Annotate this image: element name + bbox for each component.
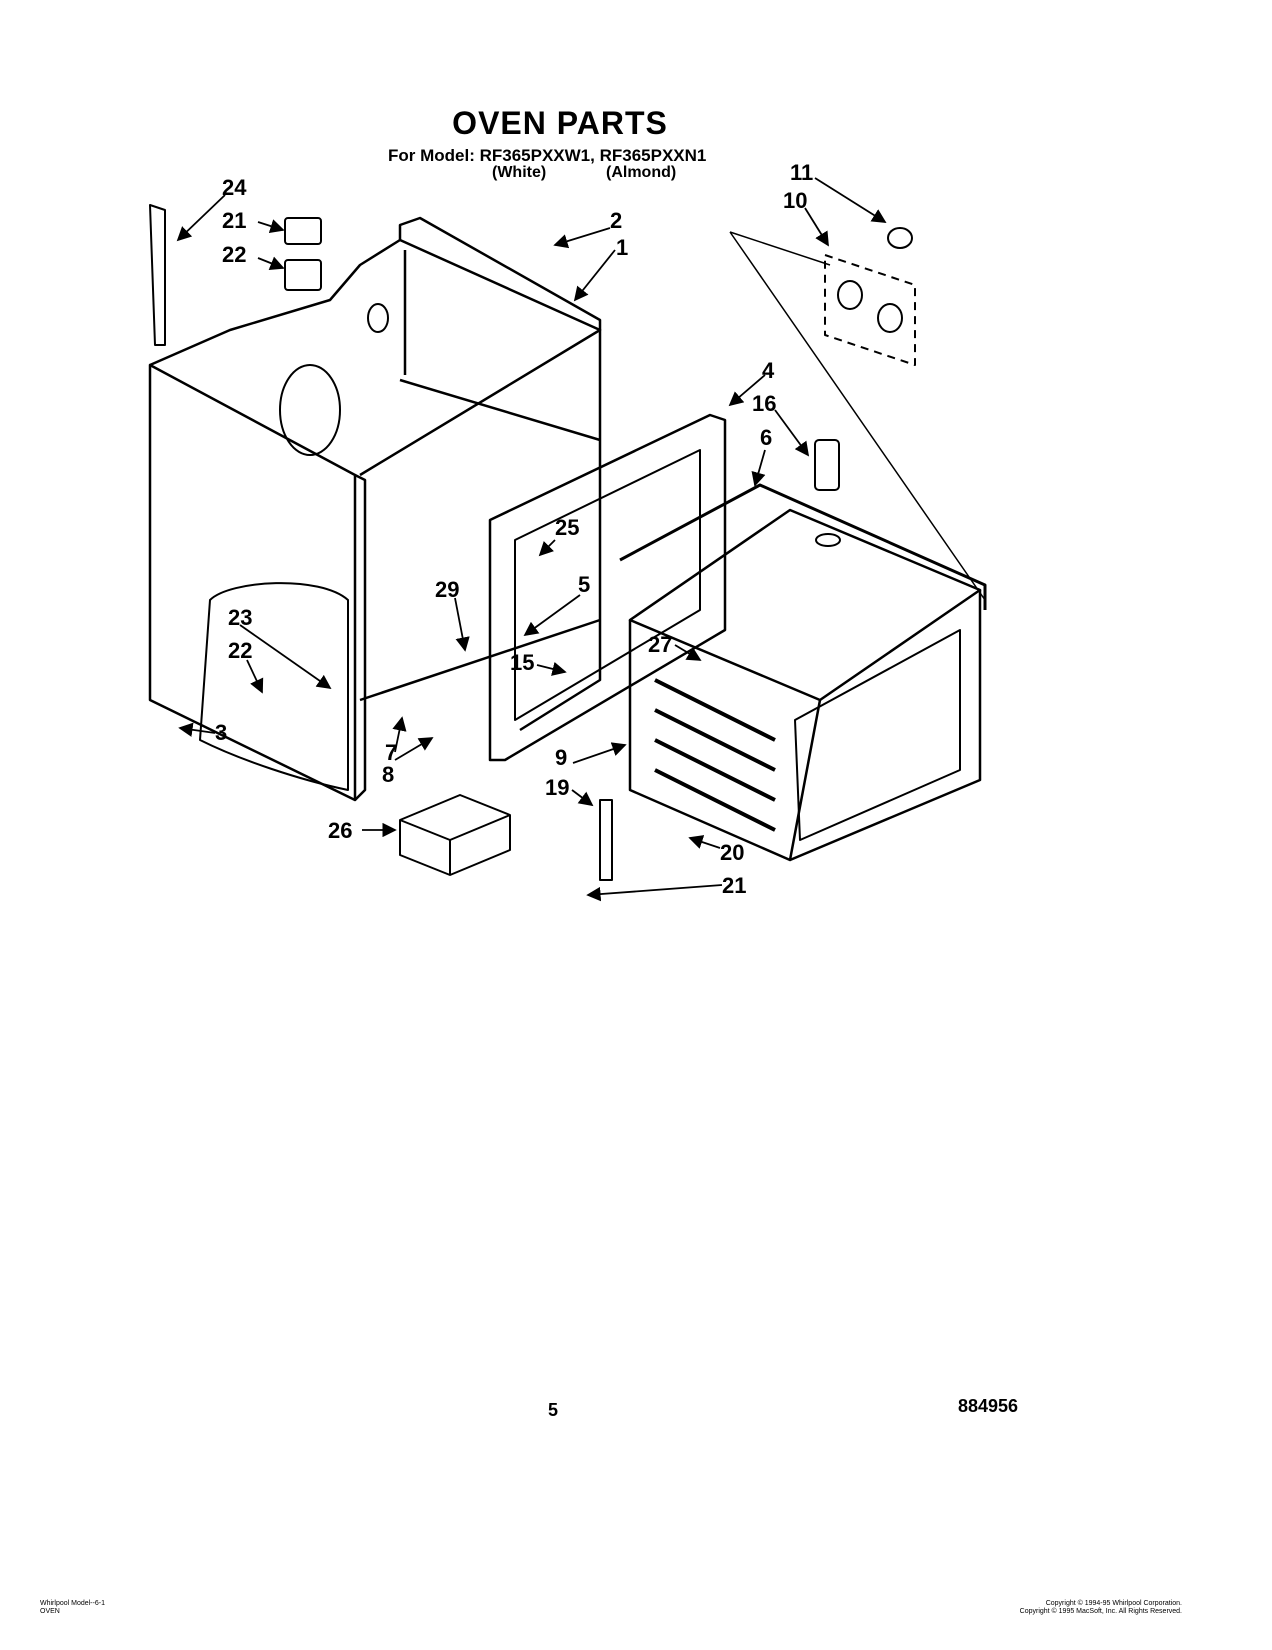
part-17 bbox=[284, 217, 322, 245]
blower-wheel bbox=[279, 364, 341, 456]
callout-17: 21 bbox=[222, 208, 246, 233]
callout-20: 20 bbox=[720, 840, 744, 865]
rack-slot-2 bbox=[654, 708, 776, 772]
footer-left-line-2: OVEN bbox=[40, 1608, 60, 1615]
callout-18: 22 bbox=[222, 242, 246, 267]
footer-left-line-1: Whirlpool Model--6-1 bbox=[40, 1600, 105, 1607]
callout-23: 23 bbox=[228, 605, 252, 630]
footer-left: Whirlpool Model--6-1 OVEN bbox=[40, 1600, 105, 1616]
footer-right-line-2: Copyright © 1995 MacSoft, Inc. All Right… bbox=[1019, 1608, 1182, 1615]
part-16 bbox=[814, 439, 840, 491]
callout-11: 11 bbox=[790, 160, 813, 185]
part-19-hinge bbox=[599, 799, 613, 881]
page-number: 5 bbox=[548, 1400, 559, 1420]
oven-liner-top bbox=[628, 508, 982, 702]
rack-slot-3 bbox=[654, 738, 776, 802]
cabinet-bottom-rail bbox=[359, 618, 601, 702]
callout-22: 22 bbox=[228, 638, 252, 663]
part-11-bulb bbox=[887, 227, 913, 249]
callout-9: 9 bbox=[555, 745, 567, 770]
part-10-group bbox=[824, 254, 916, 366]
oven-liner-opening bbox=[794, 629, 961, 841]
callout-1: 1 bbox=[616, 235, 628, 260]
callout-24: 24 bbox=[222, 175, 247, 200]
callout-5: 5 bbox=[578, 572, 590, 597]
bake-element bbox=[619, 483, 987, 610]
footer-right-line-1: Copyright © 1994-95 Whirlpool Corporatio… bbox=[1045, 1600, 1182, 1607]
callout-16: 16 bbox=[752, 391, 776, 416]
callout-19: 19 bbox=[545, 775, 569, 800]
callout-27: 27 bbox=[648, 632, 672, 657]
callout-8: 8 bbox=[382, 762, 394, 787]
footer-copyright: Copyright © 1994-95 Whirlpool Corporatio… bbox=[960, 1600, 1182, 1616]
part-26-box bbox=[399, 794, 511, 876]
front-frame bbox=[488, 413, 727, 762]
rack-slot-4 bbox=[654, 768, 776, 832]
cabinet-side-lip bbox=[354, 473, 367, 801]
bracket-24 bbox=[149, 204, 166, 346]
callout-29: 29 bbox=[435, 577, 459, 602]
callout-3: 3 bbox=[215, 720, 227, 745]
page-title: OVEN PARTS bbox=[452, 105, 668, 141]
oven-liner-side bbox=[789, 590, 982, 862]
variant-almond: (Almond) bbox=[606, 164, 677, 181]
cabinet-top-edge bbox=[149, 238, 602, 477]
vent-hole bbox=[367, 303, 389, 333]
part-code: 884956 bbox=[958, 1396, 1019, 1416]
callout-10: 10 bbox=[783, 188, 807, 213]
cabinet-inner-floor bbox=[399, 378, 601, 442]
callout-21: 21 bbox=[722, 873, 746, 898]
front-cutout bbox=[199, 582, 349, 791]
cabinet-back-panel bbox=[398, 216, 602, 732]
callout-25: 25 bbox=[555, 515, 579, 540]
rack-slot-1 bbox=[654, 678, 776, 742]
callout-2: 2 bbox=[610, 208, 622, 233]
callout-4: 4 bbox=[762, 358, 775, 383]
callout-6: 6 bbox=[760, 425, 772, 450]
callout-26: 26 bbox=[328, 818, 352, 843]
part-18 bbox=[284, 259, 322, 291]
front-frame-inner bbox=[514, 449, 701, 721]
oven-liner-front bbox=[628, 620, 822, 862]
callout-7: 7 bbox=[385, 740, 397, 765]
variant-white: (White) bbox=[492, 164, 547, 181]
callout-15: 15 bbox=[510, 650, 534, 675]
model-line: For Model: RF365PXXW1, RF365PXXN1 bbox=[388, 146, 707, 165]
cabinet-front-panel bbox=[148, 363, 357, 802]
